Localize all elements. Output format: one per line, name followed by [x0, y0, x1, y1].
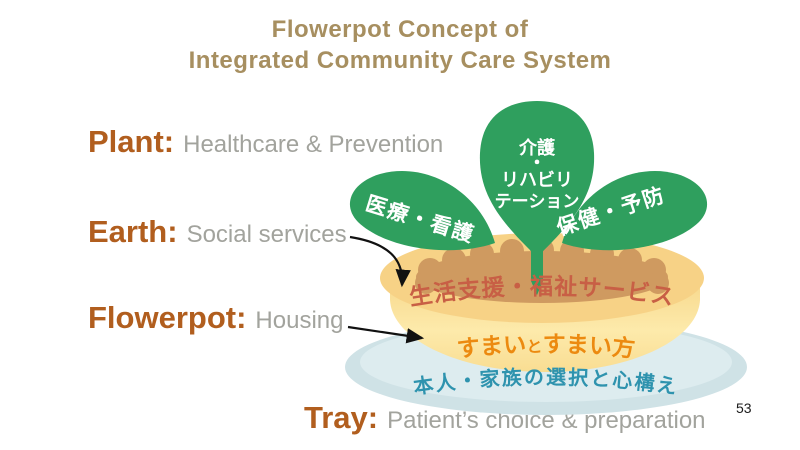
flowerpot-label: Flowerpot: Housing [88, 300, 343, 342]
flowerpot-illustration: 介護 ・ リハビリ テーション 医療・看護 保健・予防 生活支援・福祉サービス … [345, 101, 747, 415]
earth-desc: Social services [186, 221, 347, 248]
pot-text-part-2: と [526, 338, 542, 356]
pot-text-part-1: すまい [456, 331, 527, 362]
soil-scallop [415, 272, 437, 294]
flowerpot-desc: Housing [255, 307, 344, 334]
flowerpot-term: Flowerpot: [88, 300, 247, 335]
leaf-center-line-1: 介護 [518, 137, 556, 158]
plant-label: Plant: Healthcare & Prevention [88, 124, 443, 166]
leaf-center-line-4: テーション [495, 192, 580, 211]
flowerpot-arrow [347, 325, 425, 344]
title-line-2: Integrated Community Care System [188, 47, 612, 74]
earth-term: Earth: [88, 214, 178, 249]
leaf-right [562, 170, 708, 251]
soil-scallop [470, 242, 494, 266]
soil-scallop [647, 272, 669, 294]
leaf-center [479, 101, 595, 257]
leaf-left [349, 170, 495, 251]
slide-title: Flowerpot Concept of Integrated Communit… [0, 14, 800, 76]
soil-scallop [500, 239, 524, 263]
plant-desc: Healthcare & Prevention [183, 131, 444, 158]
soil-scallop [442, 248, 466, 272]
leaf-center-line-2: ・ [528, 153, 546, 173]
leaf-center-text: 介護 ・ リハビリ テーション [495, 137, 580, 211]
page-number: 53 [736, 400, 752, 416]
tray-term: Tray: [304, 400, 379, 435]
soil-scallop [618, 248, 642, 272]
earth-arrow [349, 235, 411, 288]
earth-label: Earth: Social services [88, 214, 347, 256]
plant-term: Plant: [88, 124, 175, 159]
title-line-1: Flowerpot Concept of [271, 16, 529, 43]
leaf-center-line-3: リハビリ [501, 170, 573, 190]
